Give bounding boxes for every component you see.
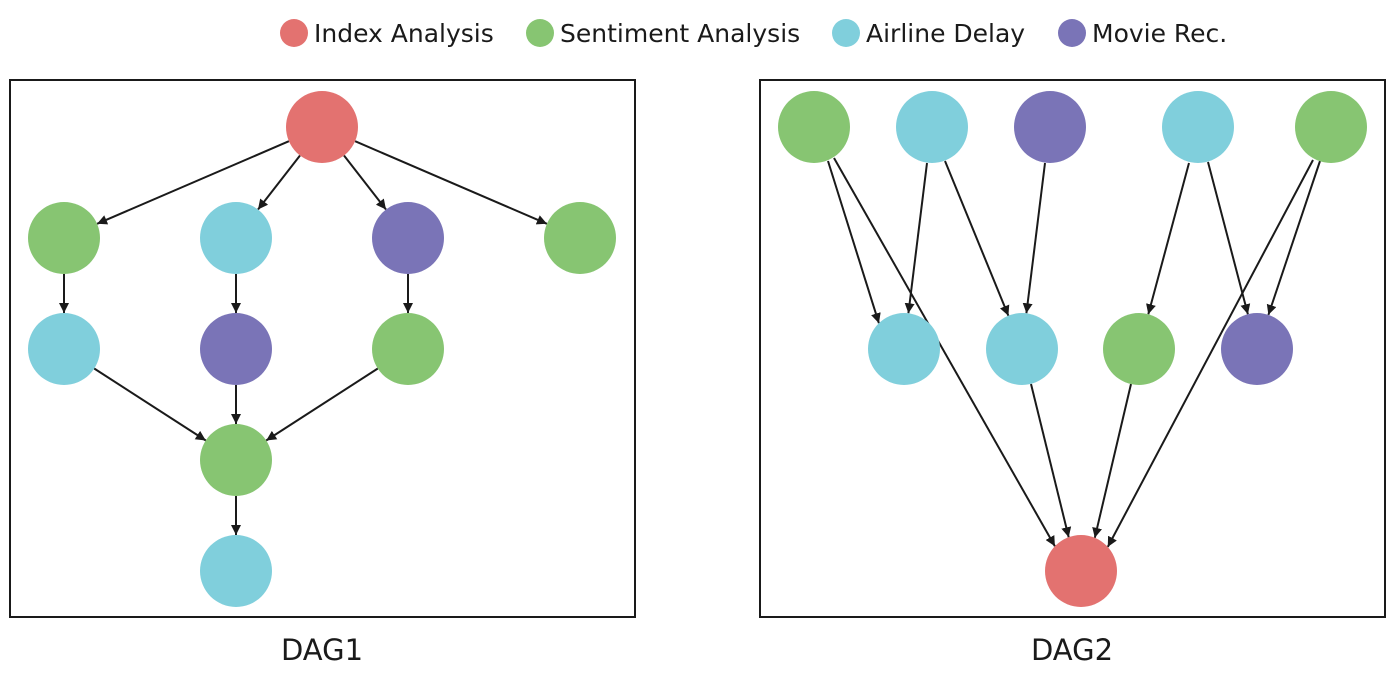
dag2-node-t3-movie xyxy=(1014,91,1086,163)
dag2-node-m2-airline xyxy=(986,313,1058,385)
dag2-edge-m2-bot xyxy=(1030,383,1072,538)
dag2-edges xyxy=(827,157,1321,548)
dag1-node-b2-airline xyxy=(200,202,272,274)
dag1-edge-a-b1 xyxy=(96,140,290,225)
legend-item-index-analysis: Index Analysis xyxy=(280,14,494,52)
dag1-edges xyxy=(59,140,548,535)
legend-item-movie-rec: Movie Rec. xyxy=(1058,14,1227,52)
dag1-node-c2-movie xyxy=(200,313,272,385)
dag1-node-d-sentiment xyxy=(200,424,272,496)
dag1-frame xyxy=(9,79,636,618)
dag1-node-e-airline xyxy=(200,535,272,607)
dag2-edge-t5-m4 xyxy=(1266,160,1321,316)
dag1-edge-a-b2 xyxy=(257,154,301,211)
dag2-edge-t1-m1 xyxy=(827,160,881,324)
legend-label-airline-delay: Airline Delay xyxy=(866,18,1026,48)
dag2-node-m1-airline xyxy=(868,313,940,385)
dag2-frame xyxy=(759,79,1386,618)
dag1-title: DAG1 xyxy=(281,633,363,667)
dag1-edge-a-b4 xyxy=(354,140,548,225)
dag1-node-b1-sentiment xyxy=(28,202,100,274)
dag2-node-t4-airline xyxy=(1162,91,1234,163)
dag2-edge-t4-m4 xyxy=(1207,161,1251,315)
airline-delay-swatch-icon xyxy=(832,19,860,47)
dag1-edge-c3-d xyxy=(265,367,379,442)
dag2-edge-t3-m2 xyxy=(1022,162,1046,314)
legend-item-sentiment-analysis: Sentiment Analysis xyxy=(526,14,800,52)
dag1-edge-a-b3 xyxy=(343,154,387,211)
dag1-node-b4-sentiment xyxy=(544,202,616,274)
dag2-nodes xyxy=(778,91,1367,607)
dag2-node-bot-index xyxy=(1045,535,1117,607)
legend-label-index-analysis: Index Analysis xyxy=(314,18,494,48)
dag1-nodes xyxy=(28,91,616,607)
dag2-edge-t4-m3 xyxy=(1146,162,1190,315)
dag2-edge-t5-bot xyxy=(1106,159,1314,548)
dag2-edge-t2-m2 xyxy=(944,160,1010,317)
dag2-node-m4-movie xyxy=(1221,313,1293,385)
dag2-node-t5-sentiment xyxy=(1295,91,1367,163)
legend-label-sentiment-analysis: Sentiment Analysis xyxy=(560,18,801,48)
dag2-node-t1-sentiment xyxy=(778,91,850,163)
dag2-title: DAG2 xyxy=(1031,633,1113,667)
legend-label-movie-rec: Movie Rec. xyxy=(1092,18,1228,48)
dag2-edge-t2-m1 xyxy=(904,162,928,314)
dag2-edge-m3-bot xyxy=(1092,383,1132,539)
legend-item-airline-delay: Airline Delay xyxy=(832,14,1025,52)
dag2-node-t2-airline xyxy=(896,91,968,163)
legend: Index Analysis Sentiment Analysis Airlin… xyxy=(0,0,1400,66)
dag1-node-c1-airline xyxy=(28,313,100,385)
dag1-node-b3-movie xyxy=(372,202,444,274)
dag1-node-c3-sentiment xyxy=(372,313,444,385)
dag1-edge-c1-d xyxy=(93,367,207,442)
index-analysis-swatch-icon xyxy=(280,19,308,47)
dag1-node-a-index xyxy=(286,91,358,163)
dag2-node-m3-sentiment xyxy=(1103,313,1175,385)
sentiment-analysis-swatch-icon xyxy=(526,19,554,47)
dag2-edge-t1-bot xyxy=(833,157,1056,547)
movie-rec-swatch-icon xyxy=(1058,19,1086,47)
